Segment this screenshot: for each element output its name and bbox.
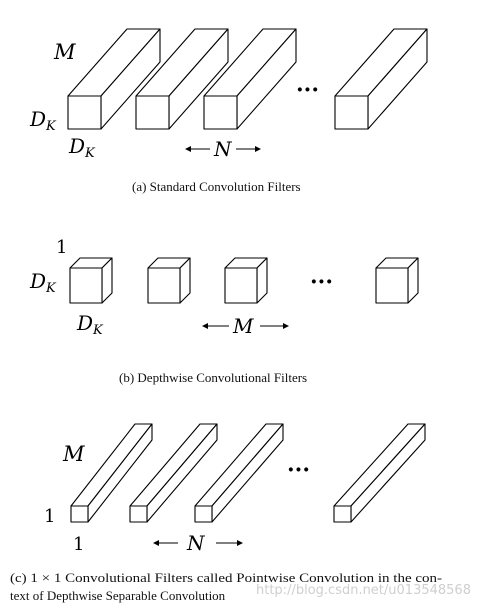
count-label: N <box>186 531 206 555</box>
filter-c-last <box>333 423 426 523</box>
height-label: DK <box>29 107 57 134</box>
height-label: DK <box>29 269 57 296</box>
filter-a-3 <box>203 28 297 130</box>
panel-a: M DK DK ··· N (a) Standard Convolution F… <box>29 28 428 194</box>
width-label: DK <box>68 134 96 161</box>
height-label: 1 <box>44 506 55 527</box>
caption-b: (b) Depthwise Convolutional Filters <box>119 370 307 385</box>
filter-b-3 <box>224 257 268 304</box>
filter-b-1 <box>69 257 113 304</box>
filter-b-last <box>375 257 419 304</box>
panel-b: 1 DK DK ··· M (b) Depthwise Convolutiona… <box>29 237 419 385</box>
ellipsis: ··· <box>310 269 333 295</box>
depth-label: M <box>53 40 76 64</box>
filter-b-2 <box>147 257 191 304</box>
filter-a-1 <box>67 28 161 130</box>
filter-c-2 <box>129 423 218 523</box>
filter-c-3 <box>194 423 284 523</box>
count-arrow: N <box>185 137 261 161</box>
filter-a-last <box>334 28 428 130</box>
depth-label: M <box>62 442 85 466</box>
width-label: 1 <box>73 534 84 555</box>
count-arrow: M <box>202 314 289 338</box>
filter-c-1 <box>70 423 153 523</box>
depth-label: 1 <box>56 237 67 258</box>
caption-c-line2: text of Depthwise Separable Convolution <box>10 588 226 603</box>
ellipsis: ··· <box>287 457 310 483</box>
count-label: M <box>232 314 254 338</box>
ellipsis: ··· <box>296 77 319 103</box>
filter-a-2 <box>135 28 229 130</box>
caption-a: (a) Standard Convolution Filters <box>132 179 301 194</box>
width-label: DK <box>76 311 104 338</box>
watermark: http://blog.csdn.net/u013548568 <box>256 583 471 598</box>
count-label: N <box>213 137 233 161</box>
count-arrow: N <box>153 531 243 555</box>
caption-c-line1: (c) 1 × 1 Convolutional Filters called P… <box>10 570 442 585</box>
panel-c: M 1 1 ··· N (c) 1 × 1 Convolutional Filt… <box>10 423 442 603</box>
